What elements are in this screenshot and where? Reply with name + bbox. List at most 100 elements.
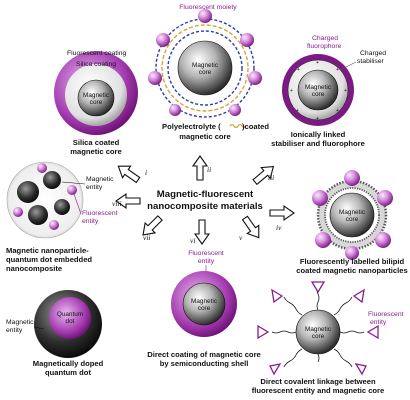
magnetic-core — [329, 192, 375, 238]
caption-line1: Direct covalent linkage between — [260, 377, 376, 386]
charge-mark: + — [344, 88, 347, 94]
magnetic-entity-label-line2: entity — [86, 184, 103, 191]
fluorescent-entity-label-line2: entity — [370, 319, 387, 326]
charged-fluorophore-label-line2: fluorophore — [307, 43, 342, 50]
arrow-iii — [252, 165, 275, 186]
route-label-viii: viii — [112, 199, 122, 208]
caption-line1-end: )coated — [242, 122, 269, 131]
caption-line1: Ionically linked — [291, 130, 346, 139]
quantum-dot — [49, 297, 91, 339]
charged-stabiliser-label-line2: stabiliser — [357, 58, 385, 65]
magnetic-entity — [54, 199, 70, 215]
core-label-line1: Magnetic — [191, 298, 218, 305]
core-label-line2: core — [312, 333, 325, 340]
magnetic-entity-label-line1: Magnetic — [6, 319, 34, 326]
semiconducting-shell-core: Fluorescent entity Magnetic core Direct … — [147, 250, 261, 368]
route-label-ii: ii — [207, 165, 211, 174]
magnetic-entity-label-line1: Magnetic — [86, 176, 114, 183]
caption-line3: nanocomposite — [6, 264, 62, 273]
arrow-i — [117, 165, 141, 184]
caption-line2: by semiconducting shell — [160, 359, 249, 368]
route-label-vii: vii — [143, 233, 151, 242]
magnetic-entity-label-line2: entity — [6, 327, 23, 334]
fluorescent-ball — [345, 246, 359, 260]
caption-line1: Magnetic nanoparticle- — [6, 246, 89, 255]
route-label-iii: iii — [268, 173, 274, 182]
charged-stabiliser-label-line1: Charged — [360, 50, 386, 57]
fluorescent-ball — [312, 190, 328, 206]
magnetic-core — [182, 282, 226, 326]
caption-line2: coated magnetic nanoparticles — [296, 266, 407, 275]
fluorescent-entity — [67, 185, 77, 195]
silica-coating-label: Silica coating — [76, 61, 116, 68]
fluorescent-triangle — [269, 363, 282, 376]
fluorescent-entity-label-line1: Fluorescent — [368, 311, 404, 318]
arrow-iv — [269, 204, 295, 222]
fluorescent-entity-label-line2: entity — [82, 218, 99, 225]
magnetic-core — [297, 69, 339, 111]
fluorescent-moiety-label: Fluorescent moiety — [179, 4, 237, 11]
fluorescent-entity-label-line1: Fluorescent — [82, 210, 118, 217]
polyelectrolyte-layer-inner — [167, 30, 243, 106]
fluorescent-ball — [198, 9, 212, 23]
linker — [339, 330, 365, 334]
fluorescent-ball — [377, 190, 393, 206]
fluorescent-moiety-balls — [148, 9, 262, 116]
linker — [333, 296, 353, 316]
core-label-line1: Magnetic — [192, 62, 219, 69]
charge-mark: + — [297, 67, 300, 73]
center-title: Magnetic-fluorescent nanocomposite mater… — [147, 189, 263, 212]
matrix-sphere — [6, 161, 84, 239]
core-label-line1: Magnetic — [305, 84, 332, 91]
silica-coated-core: Magnetic core Fluorescent coating Silica… — [54, 50, 138, 156]
fluorescent-ball — [315, 232, 331, 248]
fluorescent-triangle — [257, 324, 270, 340]
fluorescent-coating-label: Fluorescent coating — [67, 50, 127, 57]
charged-fluorophore-label-line1: Charged — [312, 35, 338, 42]
charge-mark: + — [336, 67, 339, 73]
charge-mark: + — [316, 60, 319, 66]
arrow-ii — [191, 155, 209, 181]
fluorescent-entity-label-line1: Fluorescent — [188, 250, 224, 257]
fluorescent-pointer — [73, 193, 82, 215]
core-label-line2: core — [346, 216, 359, 223]
quantum-dot-label-line2: dot — [66, 318, 75, 325]
fluorescent-ball — [156, 33, 170, 47]
magnetically-doped-quantum-dot: Quantum dot Magnetic entity Magnetically… — [6, 290, 104, 377]
magnetic-pointer — [33, 326, 45, 330]
fluorescent-entity — [49, 220, 59, 230]
caption-line2: magnetic core — [179, 132, 231, 141]
charge-markers: + + + + + + + + — [290, 60, 347, 122]
caption-line2: fluorescent entity and magnetic core — [252, 386, 385, 395]
fluorescent-ball — [229, 104, 241, 116]
arrow-viii — [115, 192, 141, 210]
magnetic-entity — [43, 171, 61, 189]
quantum-dot-label-line1: Quantum — [57, 311, 83, 318]
caption-line1: Fluorescently labelled bilipid — [300, 257, 405, 266]
arrow-v — [241, 215, 260, 239]
arrow-vii — [142, 215, 163, 236]
magnetic-entity — [17, 181, 39, 203]
route-arrows — [115, 155, 295, 245]
linker — [271, 330, 297, 334]
bilipid-coated-nanoparticle: Magnetic core Fluorescently labelled bil… — [296, 170, 408, 275]
fluorescent-triangle — [310, 281, 326, 294]
caption-line1-start: Polyelectrolyte ( — [162, 122, 221, 131]
stabiliser-pointer — [339, 61, 357, 71]
fluorescent-ball — [240, 33, 254, 47]
fluorescent-entity — [37, 163, 47, 173]
charge-mark: + — [296, 108, 299, 114]
polyelectrolyte-symbol — [229, 123, 247, 129]
core-label-line2: core — [90, 99, 103, 106]
route-labels: i ii iii iv v vi vii viii — [112, 165, 282, 245]
core-label-line2: core — [312, 91, 325, 98]
caption-line2: stabiliser and fluorophore — [271, 139, 365, 148]
route-label-v: v — [239, 233, 243, 242]
magnetic-entity — [28, 205, 48, 225]
fluorescent-triangles — [257, 281, 379, 376]
linker — [283, 296, 303, 316]
caption-line2: magnetic core — [70, 147, 122, 156]
fluorescent-triangle — [366, 324, 379, 340]
fluorescent-ball — [344, 170, 360, 186]
